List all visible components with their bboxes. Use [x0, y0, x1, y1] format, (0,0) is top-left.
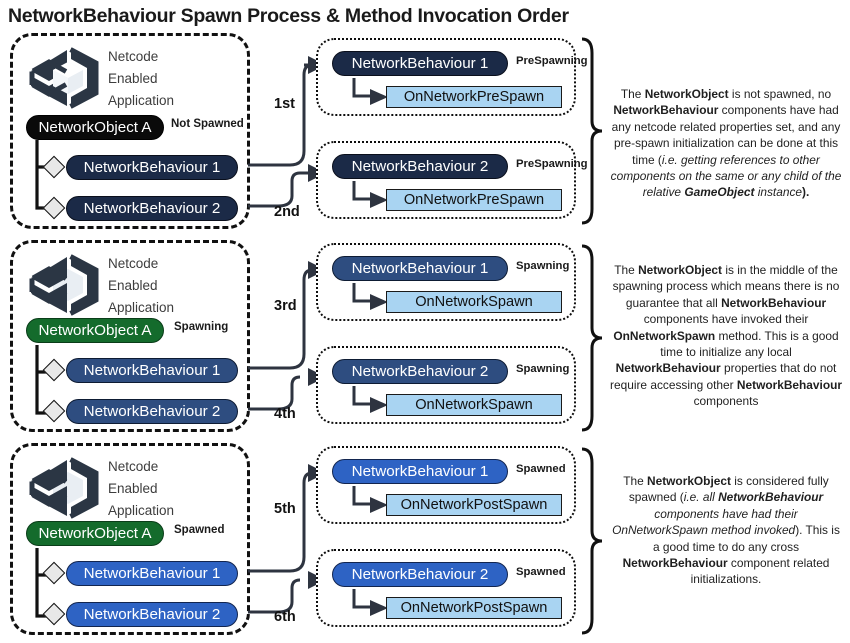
- stage-box-2: NetworkBehaviour 2 Spawned OnNetworkPost…: [316, 549, 576, 627]
- stage-status-label: Spawned: [516, 566, 566, 578]
- network-object-pill[interactable]: NetworkObject A: [26, 318, 164, 343]
- order-label-5th: 5th: [274, 501, 296, 517]
- unity-cube-icon: [29, 457, 99, 519]
- unity-cube-icon: [29, 47, 99, 109]
- stage-box-1: NetworkBehaviour 1 Spawned OnNetworkPost…: [316, 446, 576, 524]
- app-caption-line-2: Enabled: [108, 71, 158, 86]
- behaviour-pill-2[interactable]: NetworkBehaviour 2: [66, 196, 238, 221]
- app-caption-line-1: Netcode: [108, 459, 159, 474]
- app-caption-line-1: Netcode: [108, 49, 159, 64]
- app-caption-line-1: Netcode: [108, 256, 159, 271]
- stage-status-label: Spawning: [516, 363, 570, 375]
- grouping-brace: [581, 244, 603, 432]
- stage-behaviour-pill[interactable]: NetworkBehaviour 1: [332, 51, 508, 76]
- behaviour-pill-2[interactable]: NetworkBehaviour 2: [66, 399, 238, 424]
- stage-box-2: NetworkBehaviour 2 Spawning OnNetworkSpa…: [316, 346, 576, 424]
- stage-status-label: PreSpawning: [516, 55, 588, 67]
- network-object-status: Spawned: [174, 524, 225, 536]
- section-prespawn: Netcode Enabled Application NetworkObjec…: [0, 33, 850, 235]
- section-description: The NetworkObject is not spawned, no Net…: [610, 87, 842, 200]
- app-panel-caption: Netcode Enabled Application: [108, 253, 238, 319]
- order-label-1st: 1st: [274, 96, 295, 112]
- section-description: The NetworkObject is in the middle of th…: [610, 263, 842, 409]
- network-object-status: Spawning: [174, 321, 229, 333]
- stage-status-label: Spawned: [516, 463, 566, 475]
- stage-box-1: NetworkBehaviour 1 PreSpawning OnNetwork…: [316, 38, 588, 116]
- stage-behaviour-pill[interactable]: NetworkBehaviour 1: [332, 459, 508, 484]
- behaviour-pill-1[interactable]: NetworkBehaviour 1: [66, 358, 238, 383]
- section-spawning: Netcode Enabled Application NetworkObjec…: [0, 240, 850, 438]
- app-caption-line-3: Application: [108, 93, 175, 108]
- network-object-pill[interactable]: NetworkObject A: [26, 115, 164, 140]
- stage-status-label: Spawning: [516, 260, 570, 272]
- order-label-2nd: 2nd: [274, 204, 300, 220]
- aggregation-diamond-icon: [42, 602, 66, 626]
- method-box[interactable]: OnNetworkPostSpawn: [386, 494, 562, 516]
- section-description: The NetworkObject is considered fully sp…: [612, 474, 840, 587]
- app-panel: Netcode Enabled Application NetworkObjec…: [10, 443, 250, 635]
- stage-behaviour-pill[interactable]: NetworkBehaviour 1: [332, 256, 508, 281]
- behaviour-pill-2[interactable]: NetworkBehaviour 2: [66, 602, 238, 627]
- order-label-6th: 6th: [274, 609, 296, 625]
- app-caption-line-2: Enabled: [108, 481, 158, 496]
- section-spawned: Netcode Enabled Application NetworkObjec…: [0, 443, 850, 641]
- page-title: NetworkBehaviour Spawn Process & Method …: [8, 5, 569, 27]
- network-object-pill[interactable]: NetworkObject A: [26, 521, 164, 546]
- app-caption-line-2: Enabled: [108, 278, 158, 293]
- stage-status-label: PreSpawning: [516, 158, 588, 170]
- method-box[interactable]: OnNetworkSpawn: [386, 394, 562, 416]
- network-object-status: Not Spawned: [171, 118, 244, 130]
- app-panel: Netcode Enabled Application NetworkObjec…: [10, 240, 250, 432]
- method-box[interactable]: OnNetworkPostSpawn: [386, 597, 562, 619]
- behaviour-pill-1[interactable]: NetworkBehaviour 1: [66, 155, 238, 180]
- aggregation-diamond-icon: [42, 399, 66, 423]
- method-box[interactable]: OnNetworkSpawn: [386, 291, 562, 313]
- aggregation-diamond-icon: [42, 155, 66, 179]
- stage-behaviour-pill[interactable]: NetworkBehaviour 2: [332, 562, 508, 587]
- app-caption-line-3: Application: [108, 300, 175, 315]
- app-panel-caption: Netcode Enabled Application: [108, 46, 238, 112]
- app-panel: Netcode Enabled Application NetworkObjec…: [10, 33, 250, 229]
- stage-box-1: NetworkBehaviour 1 Spawning OnNetworkSpa…: [316, 243, 576, 321]
- stage-box-2: NetworkBehaviour 2 PreSpawning OnNetwork…: [316, 141, 588, 219]
- unity-cube-icon: [29, 254, 99, 316]
- stage-behaviour-pill[interactable]: NetworkBehaviour 2: [332, 154, 508, 179]
- behaviour-pill-1[interactable]: NetworkBehaviour 1: [66, 561, 238, 586]
- method-box[interactable]: OnNetworkPreSpawn: [386, 86, 562, 108]
- app-caption-line-3: Application: [108, 503, 175, 518]
- aggregation-diamond-icon: [42, 196, 66, 220]
- aggregation-diamond-icon: [42, 561, 66, 585]
- aggregation-diamond-icon: [42, 358, 66, 382]
- stage-behaviour-pill[interactable]: NetworkBehaviour 2: [332, 359, 508, 384]
- app-panel-caption: Netcode Enabled Application: [108, 456, 238, 522]
- order-label-3rd: 3rd: [274, 298, 297, 314]
- method-box[interactable]: OnNetworkPreSpawn: [386, 189, 562, 211]
- grouping-brace: [581, 447, 603, 635]
- order-label-4th: 4th: [274, 406, 296, 422]
